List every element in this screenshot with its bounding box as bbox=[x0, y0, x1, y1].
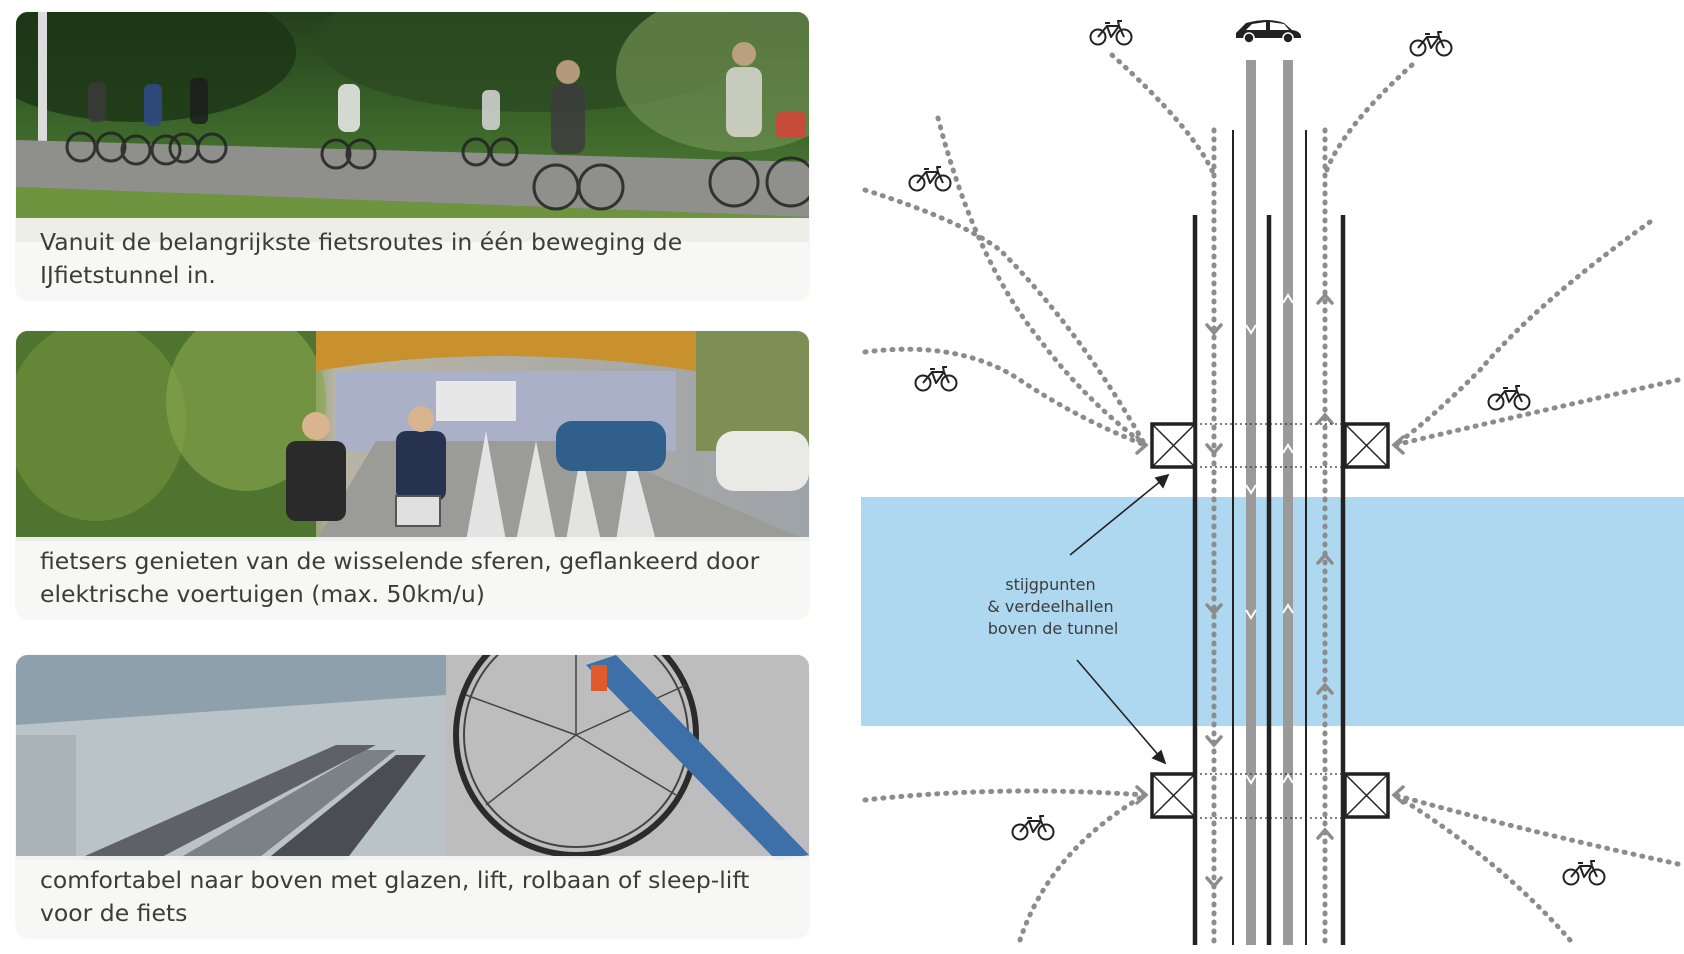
water-band bbox=[861, 497, 1684, 726]
car-icon bbox=[1236, 20, 1301, 44]
car-lane-arrows bbox=[1245, 293, 1294, 785]
bicycle-icon bbox=[914, 366, 958, 392]
cycle-lane-arrows bbox=[1205, 292, 1334, 889]
bicycle-icon bbox=[1487, 385, 1531, 411]
photo-escalator-collage bbox=[16, 655, 809, 860]
approach-arrows bbox=[1135, 435, 1405, 805]
cycle-lanes bbox=[1211, 127, 1328, 948]
tunnel-diagram: stijgpunten & verdeelhallen boven de tun… bbox=[861, 20, 1684, 948]
approach-routes bbox=[862, 52, 1681, 943]
photo-cyclists-on-path bbox=[16, 12, 809, 242]
access-label: stijgpunten & verdeelhallen boven de tun… bbox=[987, 575, 1118, 638]
caption-cycle-routes: Vanuit de belangrijkste fietsroutes in é… bbox=[16, 218, 809, 300]
photo-card-cycle-routes: Vanuit de belangrijkste fietsroutes in é… bbox=[16, 12, 809, 300]
bicycle-icon bbox=[908, 166, 952, 192]
tunnel-walls bbox=[1192, 215, 1346, 945]
bicycle-icon bbox=[1409, 31, 1453, 57]
caption-tunnel-atmosphere: fietsers genieten van de wisselende sfer… bbox=[16, 537, 809, 619]
bicycle-icon bbox=[1011, 815, 1055, 841]
caption-escalators: comfortabel naar boven met glazen, lift,… bbox=[16, 856, 809, 938]
annotation-arrows bbox=[1069, 473, 1170, 765]
car-lanes bbox=[1246, 60, 1293, 945]
photo-card-tunnel-atmosphere: fietsers genieten van de wisselende sfer… bbox=[16, 331, 809, 619]
photo-card-escalators: comfortabel naar boven met glazen, lift,… bbox=[16, 655, 809, 938]
bicycle-icon bbox=[1089, 20, 1133, 46]
photo-tunnel-collage bbox=[16, 331, 809, 541]
access-points bbox=[1150, 422, 1390, 819]
cycle-path-edges bbox=[1232, 130, 1307, 945]
bicycle-icon bbox=[1562, 860, 1606, 886]
